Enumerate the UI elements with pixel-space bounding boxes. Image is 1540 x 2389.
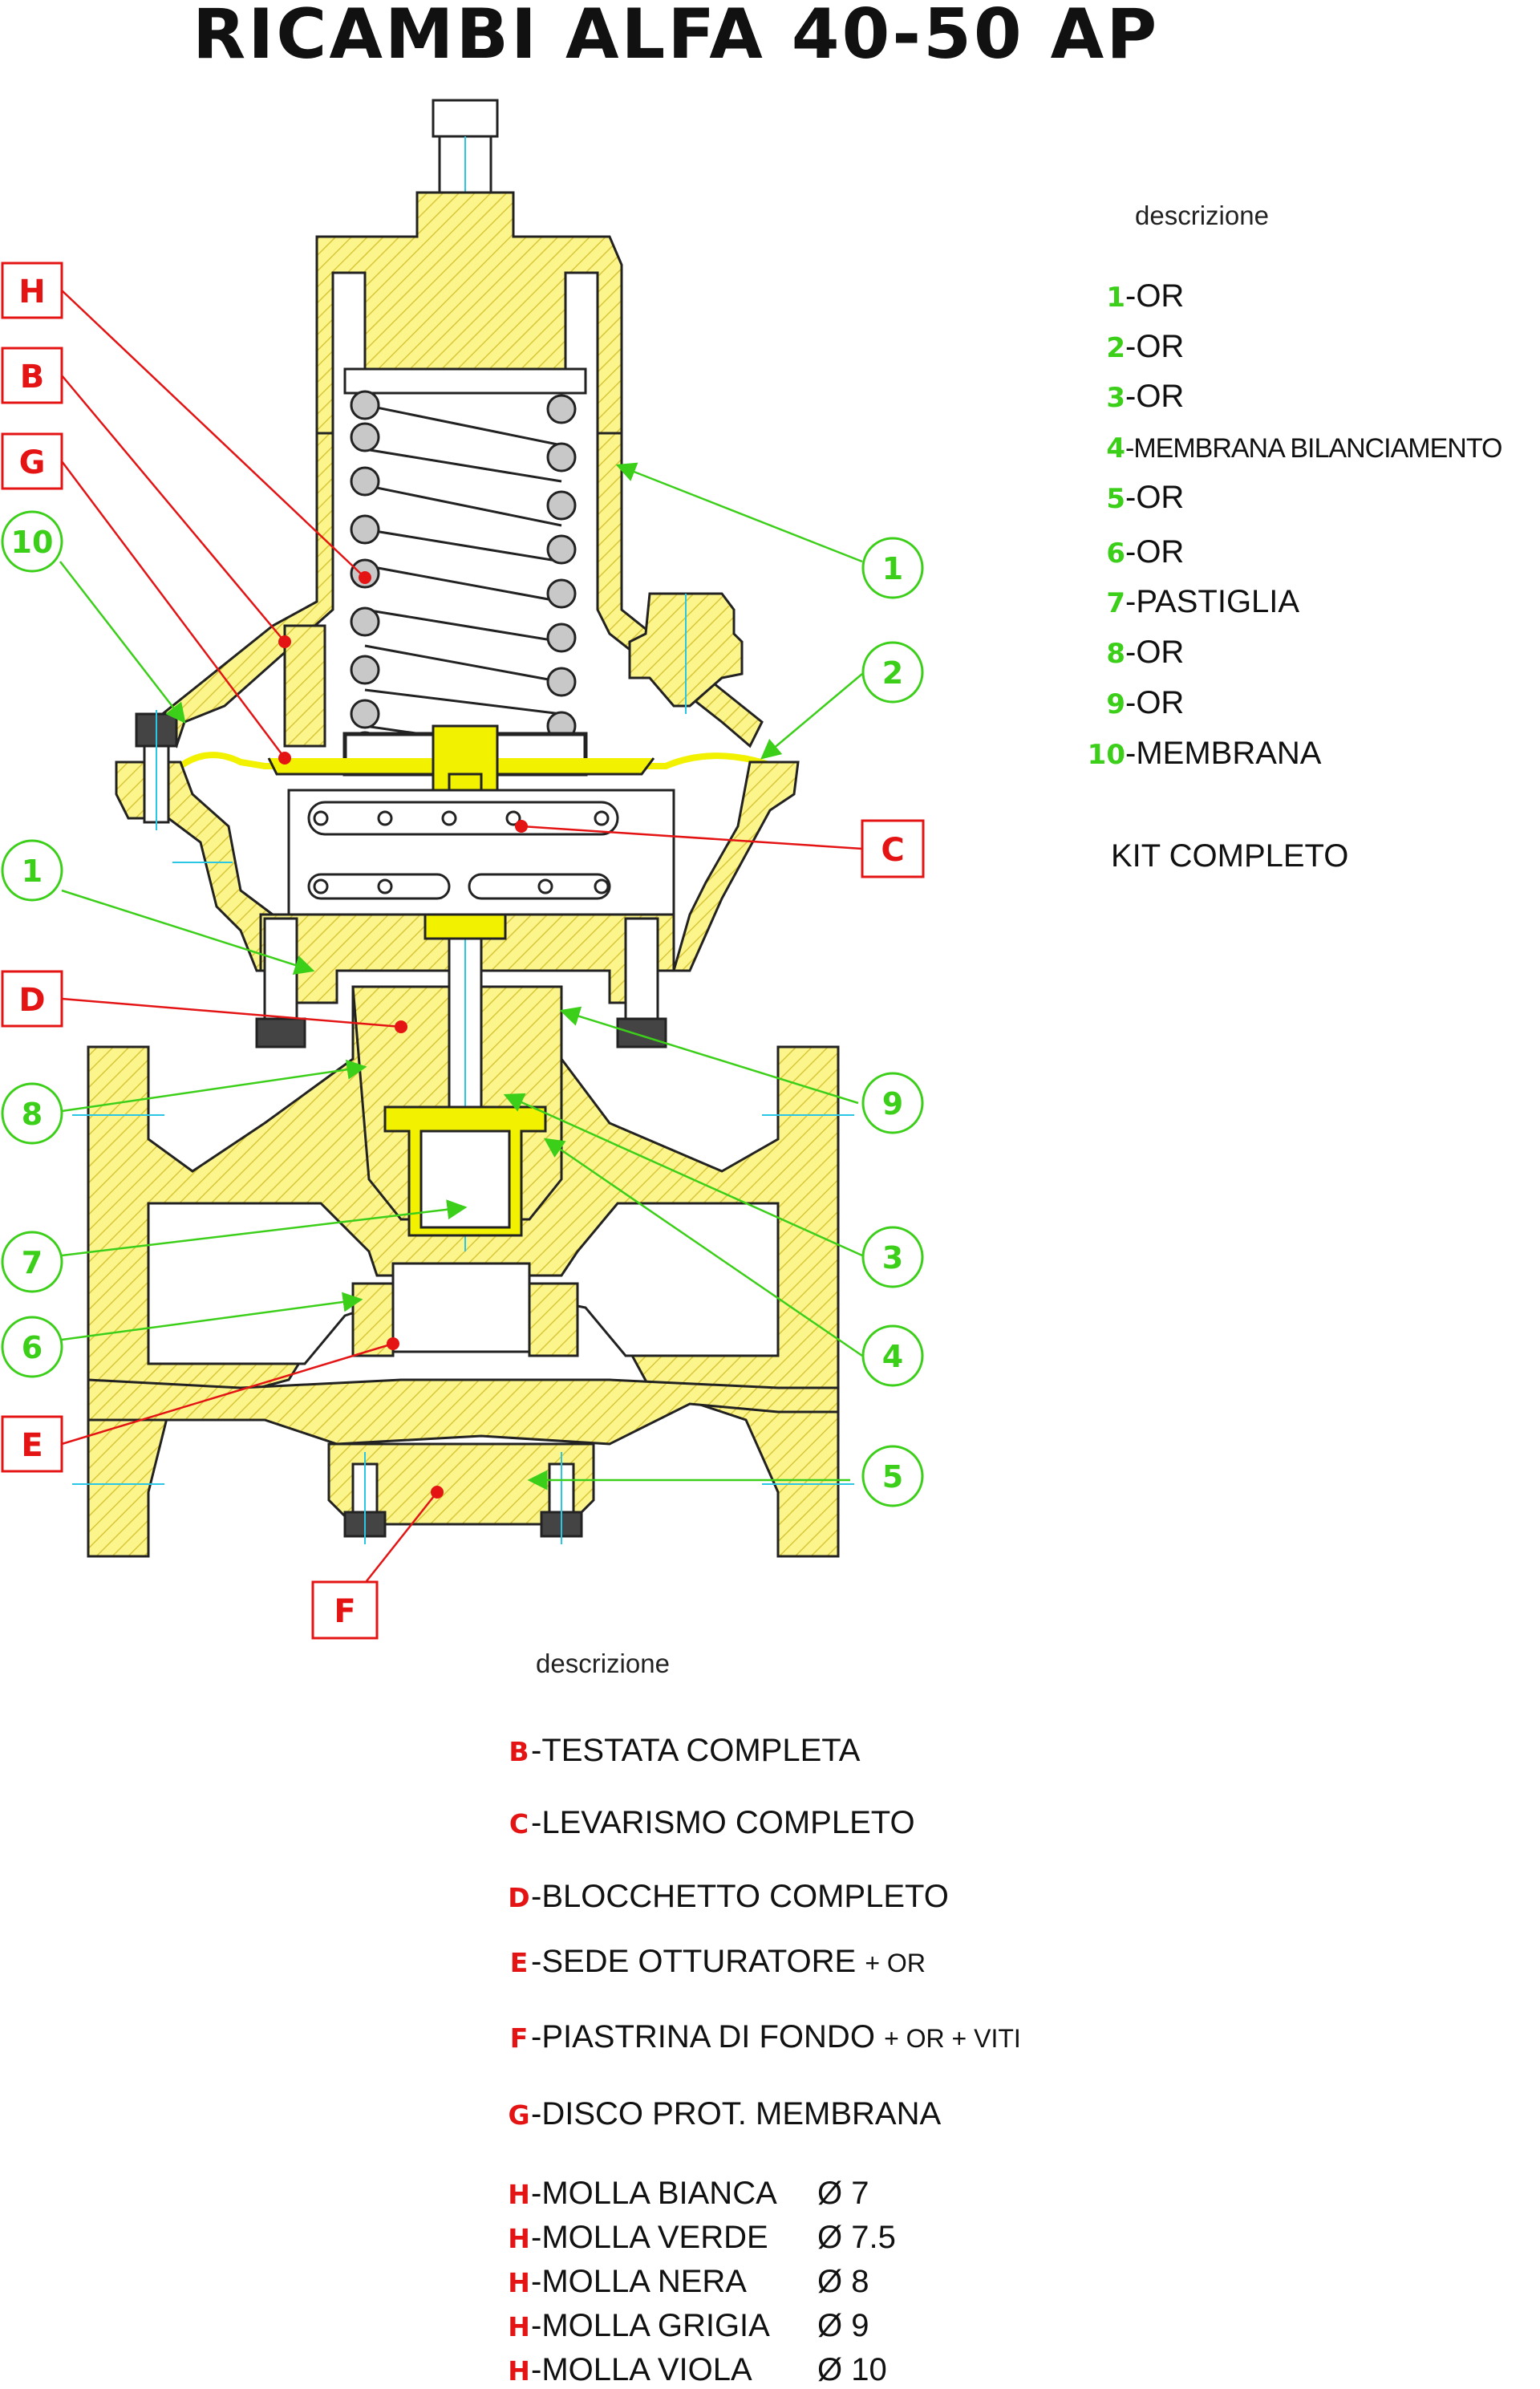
parts-row-6: 6-OR xyxy=(1106,534,1185,570)
svg-text:H: H xyxy=(18,274,45,310)
callout-1-top: 1 xyxy=(861,537,924,599)
svg-text:6: 6 xyxy=(22,1330,43,1365)
svg-text:1: 1 xyxy=(22,854,43,889)
callout-9: 9 xyxy=(861,1072,924,1134)
spring-diameter-viola: Ø 10 xyxy=(817,2352,887,2387)
callout-C: C xyxy=(861,819,925,878)
assemblies-table-header: descrizione xyxy=(536,1649,670,1678)
callout-H: H xyxy=(1,262,63,319)
spring-row-grigia: H-MOLLA GRIGIA xyxy=(508,2308,770,2343)
svg-text:D: D xyxy=(18,982,45,1019)
valve-lower-body xyxy=(87,1378,840,1446)
valve-seat xyxy=(391,1262,531,1353)
spring-coil-sections xyxy=(350,390,577,765)
assembly-row-F: F-PIASTRINA DI FONDO + OR + VITI xyxy=(509,2019,1021,2054)
spring-row-verde: H-MOLLA VERDE xyxy=(508,2220,768,2255)
svg-text:G: G xyxy=(19,444,46,481)
diaphragm-housing-right xyxy=(672,761,800,972)
parts-row-1: 1-OR xyxy=(1106,278,1185,314)
spring-row-bianca: H-MOLLA BIANCA xyxy=(508,2176,777,2211)
lever-mechanism xyxy=(287,789,675,916)
svg-text:7: 7 xyxy=(22,1245,43,1280)
callout-8: 8 xyxy=(1,1082,63,1145)
flange-bolts xyxy=(255,917,667,1048)
parts-row-3: 3-OR xyxy=(1106,379,1185,414)
callout-6: 6 xyxy=(1,1316,63,1378)
spring-row-viola: H-MOLLA VIOLA xyxy=(508,2352,752,2387)
svg-text:10: 10 xyxy=(11,525,54,560)
callout-10: 10 xyxy=(1,510,63,573)
callout-D: D xyxy=(1,970,63,1028)
callout-F: F xyxy=(311,1580,379,1640)
svg-text:E: E xyxy=(21,1427,43,1464)
callout-4: 4 xyxy=(861,1324,924,1387)
diaphragm-housing-left xyxy=(115,761,274,972)
parts-row-8: 8-OR xyxy=(1106,635,1185,670)
assembly-row-C: C-LEVARISMO COMPLETO xyxy=(509,1805,915,1840)
callout-7: 7 xyxy=(1,1231,63,1293)
callout-G: G xyxy=(1,432,63,490)
svg-text:4: 4 xyxy=(882,1339,903,1374)
spring-diameter-bianca: Ø 7 xyxy=(817,2176,869,2211)
parts-row-7: 7-PASTIGLIA xyxy=(1106,584,1300,619)
parts-row-2: 2-OR xyxy=(1106,329,1185,364)
spring-diameter-grigia: Ø 9 xyxy=(817,2308,869,2343)
spring-diameter-verde: Ø 7.5 xyxy=(817,2220,896,2255)
membrane xyxy=(178,752,796,777)
svg-text:C: C xyxy=(881,832,904,869)
svg-text:B: B xyxy=(20,359,45,395)
assembly-row-D: D-BLOCCHETTO COMPLETO xyxy=(508,1879,949,1914)
spring-coils xyxy=(364,404,562,756)
spring-row-nera: H-MOLLA NERA xyxy=(508,2264,747,2299)
assembly-row-B: B-TESTATA COMPLETA xyxy=(509,1733,861,1768)
callout-E: E xyxy=(1,1415,63,1473)
assembly-row-E: E-SEDE OTTURATORE + OR xyxy=(509,1944,926,1979)
svg-text:2: 2 xyxy=(882,655,903,691)
svg-text:3: 3 xyxy=(882,1240,903,1276)
bottom-bolts xyxy=(343,1452,583,1544)
parts-row-5: 5-OR xyxy=(1106,480,1185,515)
svg-text:9: 9 xyxy=(882,1086,903,1121)
callout-B: B xyxy=(1,347,63,404)
callout-1-left: 1 xyxy=(1,839,63,902)
left-bolt xyxy=(135,710,178,830)
svg-text:1: 1 xyxy=(882,551,903,586)
svg-text:F: F xyxy=(334,1593,355,1630)
assembly-row-G: G-DISCO PROT. MEMBRANA xyxy=(508,2096,942,2131)
svg-text:5: 5 xyxy=(882,1459,903,1495)
spring-diameter-nera: Ø 8 xyxy=(817,2264,869,2299)
kit-completo: KIT COMPLETO xyxy=(1111,838,1349,874)
page-title: RICAMBI ALFA 40-50 AP xyxy=(192,0,1160,75)
parts-row-9: 9-OR xyxy=(1106,685,1185,720)
callout-2: 2 xyxy=(861,641,924,704)
parts-table-header: descrizione xyxy=(1135,201,1269,230)
parts-row-4: 4-MEMBRANA BILANCIAMENTO xyxy=(1106,432,1502,464)
svg-text:8: 8 xyxy=(22,1097,43,1132)
callout-3: 3 xyxy=(861,1226,924,1288)
callout-5: 5 xyxy=(861,1445,924,1507)
parts-row-10: 10-MEMBRANA xyxy=(1087,736,1322,771)
